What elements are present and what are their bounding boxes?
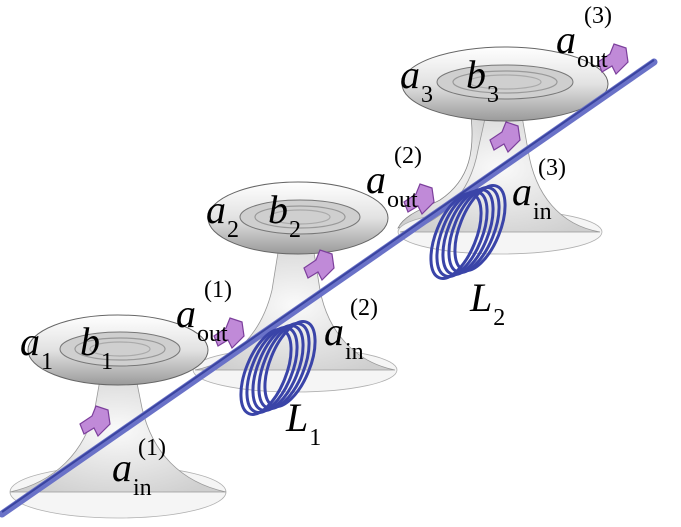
label-a-in-2-sub: in <box>345 339 364 365</box>
label-b3: b3 <box>466 52 499 108</box>
arrow-in-3 <box>489 121 521 154</box>
label-L1-symbol: L <box>286 395 309 440</box>
label-a1-symbol: a <box>20 319 40 364</box>
label-a-out-2-sub: out <box>387 187 418 213</box>
label-L2: L2 <box>470 275 505 331</box>
coil-L2 <box>429 184 507 280</box>
label-a2-index: 2 <box>227 217 239 243</box>
torus-1-ring <box>74 337 166 361</box>
label-a-in-2: ain (2) <box>324 296 378 364</box>
label-b2-symbol: b <box>268 187 288 232</box>
label-b3-index: 3 <box>487 82 499 108</box>
label-b1-symbol: b <box>80 319 100 364</box>
torus-2-ring-inner <box>269 209 331 225</box>
label-a-out-2-symbol: a <box>366 157 386 202</box>
label-a3-symbol: a <box>400 52 420 97</box>
label-a-in-1-symbol: a <box>112 445 132 490</box>
label-a-in-3: ain (3) <box>512 156 566 224</box>
fiber-waveguide <box>0 58 658 518</box>
label-a3: a3 <box>400 52 433 108</box>
label-a-in-2-symbol: a <box>324 309 344 354</box>
coil-L1 <box>239 320 317 416</box>
label-a2-symbol: a <box>206 187 226 232</box>
label-a-out-3: aout (3) <box>556 4 612 72</box>
torus-1-ring-inner <box>89 341 151 357</box>
label-a-out-1: aout (1) <box>176 278 232 346</box>
label-L2-symbol: L <box>470 275 493 320</box>
label-b2-index: 2 <box>289 217 301 243</box>
label-a-out-3-sub: out <box>577 47 608 73</box>
torus-2-ring <box>254 205 346 229</box>
label-a3-index: 3 <box>421 82 433 108</box>
fiber-waveguide-edge <box>1 59 655 513</box>
arrow-out-1 <box>213 317 245 350</box>
resonator-2 <box>192 181 398 393</box>
label-L1: L1 <box>286 395 321 451</box>
label-L2-index: 2 <box>493 305 506 331</box>
torus-3-inner <box>436 64 574 100</box>
arrow-in-1 <box>79 405 111 438</box>
arrow-out-2 <box>403 183 435 216</box>
label-b3-symbol: b <box>466 52 486 97</box>
label-a-in-3-sup: (3) <box>538 155 566 181</box>
label-a-in-1-sub: in <box>133 475 152 501</box>
label-a-out-2: aout (2) <box>366 144 422 212</box>
label-a2: a2 <box>206 187 239 243</box>
label-a-out-1-symbol: a <box>176 291 196 336</box>
label-L1-index: 1 <box>309 425 322 451</box>
label-a-in-1-sup: (1) <box>138 435 166 461</box>
label-a-out-1-sup: (1) <box>204 277 232 303</box>
label-a-out-2-sup: (2) <box>394 143 422 169</box>
label-b2: b2 <box>268 187 301 243</box>
label-a-in-3-symbol: a <box>512 169 532 214</box>
label-a-out-1-sub: out <box>197 321 228 347</box>
arrow-in-2 <box>303 249 335 282</box>
label-a-out-3-symbol: a <box>556 17 576 62</box>
label-b1: b1 <box>80 319 113 375</box>
torus-3-ring <box>452 70 558 94</box>
arrow-out-3 <box>597 43 629 76</box>
torus-3-ring-inner <box>468 74 542 90</box>
label-a1-index: 1 <box>41 349 53 375</box>
label-b1-index: 1 <box>101 349 113 375</box>
label-a-out-3-sup: (3) <box>584 3 612 29</box>
label-a-in-2-sup: (2) <box>350 295 378 321</box>
label-a-in-3-sub: in <box>533 199 552 225</box>
label-a-in-1: ain (1) <box>112 436 166 500</box>
torus-1-inner <box>59 331 181 367</box>
label-a1: a1 <box>20 319 53 375</box>
